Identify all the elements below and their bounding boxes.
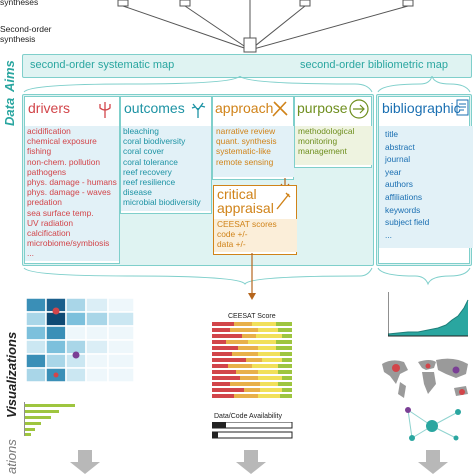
arrow-circle-icon (349, 99, 369, 119)
data-code-title: Data/Code Availability (214, 413, 282, 420)
list-item: phys. damage - waves (27, 187, 111, 198)
list-item: year (385, 166, 402, 177)
list-item: affiliations (385, 191, 423, 202)
ceesat-bars (212, 322, 292, 398)
list-item: code +/- (217, 229, 248, 240)
pen-icon (276, 192, 291, 210)
list-item: ... (385, 229, 392, 240)
syntheses-label: syntheses (0, 0, 39, 7)
outcomes-list: bleaching coral biodiversity coral cover… (121, 126, 211, 211)
approach-title: approach (215, 100, 274, 116)
list-item: disease (123, 187, 152, 198)
aims-brackets (23, 76, 471, 93)
world-map (382, 358, 468, 398)
bibliographic-list: title abstract journal year authors affi… (379, 126, 473, 248)
list-item: remote sensing (216, 156, 274, 167)
down-arrow-icon (236, 450, 266, 474)
list-item: microbial biodiversity (123, 197, 201, 208)
list-item: predation (27, 197, 62, 208)
list-item: ... (27, 248, 34, 259)
purpose-title: purpose (297, 100, 348, 116)
list-item: coral tolerance (123, 156, 178, 167)
list-item: microbiome/symbiosis (27, 238, 110, 249)
aims-systematic-map: second-order systematic map (30, 59, 175, 71)
document-icon (456, 99, 469, 116)
list-item: authors (385, 179, 413, 190)
down-arrow-icon (70, 450, 100, 474)
data-side-label: Data (2, 97, 17, 126)
list-item: pathogens (27, 166, 67, 177)
purpose-list: methodological monitoring management (295, 126, 372, 165)
critical-to-ceesat-arrow (248, 253, 256, 300)
list-item: management (298, 146, 347, 157)
list-item: coral biodiversity (123, 136, 186, 147)
list-item: monitoring (298, 136, 338, 147)
list-item: systematic-like (216, 146, 271, 157)
down-arrow-icon (418, 450, 448, 474)
list-item: keywords (385, 204, 421, 215)
ceesat-title: CEESAT Score (228, 313, 276, 320)
bibliographic-title: bibliographic (382, 100, 461, 116)
aims-band (22, 54, 472, 78)
list-item: calcification (27, 228, 71, 239)
publications-area-chart (388, 292, 469, 337)
second-order-doc-icon (230, 34, 270, 54)
drivers-title: drivers (28, 100, 71, 116)
list-item: reef resilience (123, 177, 176, 188)
drivers-list: acidification chemical exposure fishing … (25, 126, 119, 261)
list-item: non-chem. pollution (27, 156, 101, 167)
list-item: abstract (385, 141, 415, 152)
green-bar-chart (24, 402, 75, 436)
list-item: journal (385, 154, 411, 165)
tools-icon (272, 101, 288, 117)
bottom-partial-side-label: ations (4, 439, 19, 474)
aims-bibliometric-map: second-order bibliometric map (300, 59, 448, 71)
outcomes-title: outcomes (124, 100, 185, 116)
second-order-synthesis-label: Second-order synthesis (0, 24, 52, 44)
list-item: subject field (385, 217, 430, 228)
network-graph (405, 407, 461, 441)
list-item: chemical exposure (27, 136, 97, 147)
list-item: fishing (27, 146, 52, 157)
list-item: quant. synthesis (216, 136, 277, 147)
approach-list: narrative review quant. synthesis system… (213, 126, 294, 177)
data-code-bars (212, 422, 293, 439)
synthesis-fan-lines (117, 0, 414, 51)
list-item: narrative review (216, 126, 276, 136)
visualizations-side-label: Visualizations (4, 331, 19, 418)
critical-appraisal-list: CEESAT scores code +/- data +/- (214, 219, 297, 252)
data-brackets (23, 267, 471, 286)
list-item: UV radiation (27, 217, 74, 228)
list-item: phys. damage - humans (27, 177, 117, 188)
list-item: acidification (27, 126, 71, 136)
coral-icon (191, 102, 206, 118)
list-item: title (385, 129, 399, 139)
list-item: methodological (298, 126, 355, 136)
list-item: bleaching (123, 126, 159, 136)
list-item: data +/- (217, 239, 246, 250)
list-item: CEESAT scores (217, 219, 277, 229)
list-item: sea surface temp. (27, 207, 94, 218)
critical-appraisal-title: critical appraisal (217, 186, 274, 216)
list-item: coral cover (123, 146, 164, 157)
list-item: reef recovery (123, 166, 172, 177)
heatmap-visualization (26, 298, 134, 382)
trident-icon (99, 102, 111, 118)
